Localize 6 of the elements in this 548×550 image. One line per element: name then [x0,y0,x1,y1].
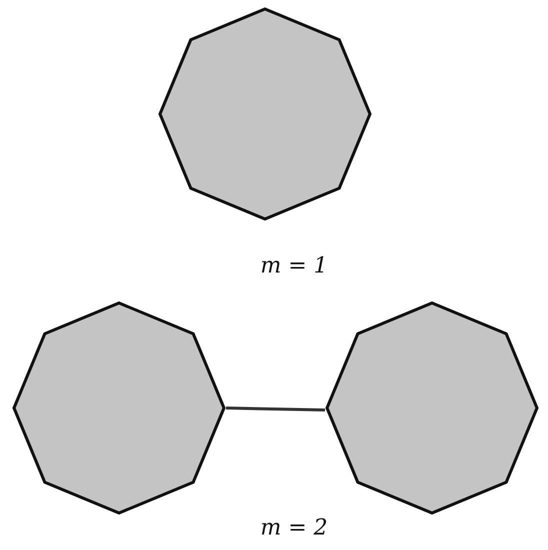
connector-line [226,406,326,412]
octagon-shape [12,301,226,515]
equation-label: m = 2 [260,516,328,540]
octagon-shape [158,7,372,221]
equation-label: m = 1 [260,254,328,278]
octagon-shape [325,301,539,515]
